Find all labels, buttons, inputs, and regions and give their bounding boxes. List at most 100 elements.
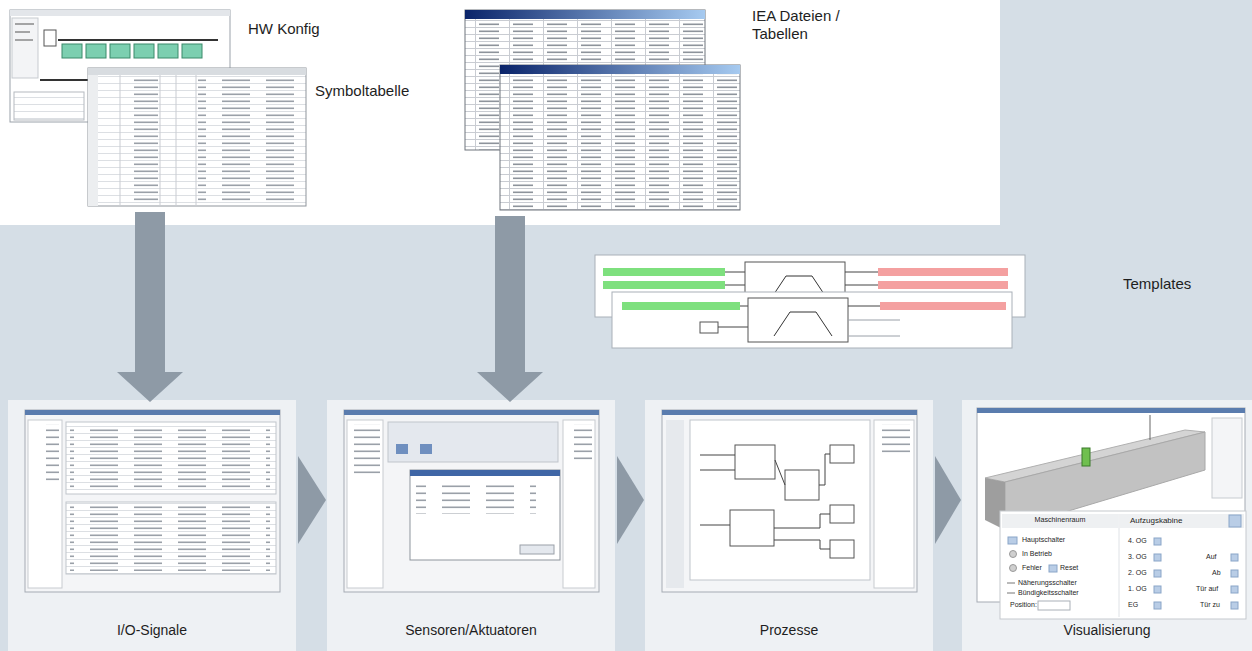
visualisation-screenshot xyxy=(1082,448,1090,466)
symbol-table-screenshot xyxy=(198,76,302,204)
screenshot-group: Templates xyxy=(592,255,1030,347)
hw-config-screenshot xyxy=(10,10,230,16)
control-panel xyxy=(1231,602,1238,609)
control-panel xyxy=(1154,538,1161,545)
hw-config-screenshot xyxy=(15,40,33,41)
control-panel xyxy=(1154,602,1161,609)
step-panels xyxy=(8,400,1252,651)
control-label: 1. OG xyxy=(1128,585,1147,593)
control-box: Aufzugskabine4. OG3. OG2. OG1. OGEGAufAb… xyxy=(1120,513,1244,617)
step-panel: Sensoren/Aktuatoren xyxy=(327,400,615,651)
control-panel xyxy=(1008,537,1017,544)
sensor-screenshot xyxy=(344,410,599,415)
hw-config-screenshot xyxy=(15,24,34,25)
step-caption: I/O-Signale xyxy=(8,622,296,639)
hw-config-screenshot xyxy=(14,92,84,120)
template-screenshot xyxy=(845,285,878,286)
symbol-table-screenshot xyxy=(120,75,121,206)
flow-arrow xyxy=(298,456,326,544)
iea-table-screenshot xyxy=(465,10,740,210)
process-screenshot xyxy=(662,410,917,415)
template-screenshot xyxy=(848,336,900,337)
process-screenshot xyxy=(877,424,911,454)
process-screenshot xyxy=(700,455,735,456)
visualisation-screenshot xyxy=(1150,415,1151,440)
sensor-screenshot xyxy=(566,424,592,464)
hw-config-screenshot xyxy=(15,32,30,33)
control-panel xyxy=(1000,511,1246,619)
hw-config-screenshot xyxy=(58,39,218,41)
section-label: Symboltabelle xyxy=(315,82,409,100)
template-screenshot xyxy=(880,302,1006,310)
control-panel xyxy=(1119,514,1120,617)
process-screenshot xyxy=(819,454,830,485)
step-panels xyxy=(962,400,1252,651)
hw-config-screenshot xyxy=(110,44,130,58)
control-panel xyxy=(1002,514,1118,528)
control-label: 3. OG xyxy=(1128,553,1147,561)
control-panel xyxy=(1000,511,1246,619)
template-screenshot xyxy=(603,268,725,276)
step-panel: Prozesse xyxy=(645,400,933,651)
template-screenshot xyxy=(845,272,878,273)
control-panel xyxy=(1038,601,1070,610)
symbol-table-screenshot xyxy=(196,75,197,206)
hw-config-screenshot xyxy=(62,44,82,58)
control-label: Näherungsschalter xyxy=(1018,579,1077,587)
control-label: Aufzugskabine xyxy=(1130,516,1182,526)
step-panel: I/O-Signale xyxy=(8,400,296,651)
io-screenshot xyxy=(31,424,59,484)
control-box: MaschinenraumHauptschalterIn BetriebFehl… xyxy=(1002,513,1118,617)
iea-table-screenshot xyxy=(500,65,740,210)
control-panel xyxy=(1231,570,1238,577)
control-panel xyxy=(1010,565,1017,572)
control-panel xyxy=(1231,586,1238,593)
flow-arrow xyxy=(617,456,644,544)
step-panel: VisualisierungMaschinenraumHauptschalter… xyxy=(962,400,1252,651)
screenshot-group: HW Konfig xyxy=(10,10,230,122)
control-label: Tür auf xyxy=(1196,585,1218,593)
step-panels xyxy=(645,400,933,651)
io-screenshot xyxy=(66,502,276,574)
process-screenshot xyxy=(830,505,854,523)
hw-config-screenshot xyxy=(182,44,202,58)
control-panel xyxy=(1154,554,1161,561)
sensor-screenshot xyxy=(344,410,599,592)
symbol-table-screenshot xyxy=(88,68,306,206)
template-screenshot xyxy=(740,306,748,307)
process-screenshot xyxy=(690,420,870,580)
sensor-screenshot xyxy=(563,420,595,588)
symbol-table-screenshot xyxy=(176,75,177,206)
io-screenshot xyxy=(25,410,280,592)
control-label: Auf xyxy=(1206,553,1217,561)
step-panels xyxy=(327,400,615,651)
visualisation-screenshot xyxy=(1212,418,1242,498)
control-panel xyxy=(1231,554,1238,561)
symbol-table-screenshot xyxy=(122,76,158,204)
process-screenshot xyxy=(700,470,735,471)
control-label: Fehler xyxy=(1022,564,1042,572)
sensor-screenshot xyxy=(344,410,599,592)
template-screenshot xyxy=(878,281,1008,289)
sensor-screenshot xyxy=(420,444,432,454)
sensor-screenshot xyxy=(396,444,408,454)
process-screenshot xyxy=(785,470,819,500)
iea-table-screenshot xyxy=(465,10,705,19)
process-screenshot xyxy=(774,514,830,528)
process-screenshot xyxy=(730,510,774,546)
sensor-screenshot xyxy=(410,470,560,476)
control-panel xyxy=(1010,551,1017,558)
screenshot-group: Symboltabelle xyxy=(88,68,306,206)
control-label: Position: xyxy=(1010,601,1037,609)
template-screenshot xyxy=(622,302,740,310)
control-label: Hauptschalter xyxy=(1022,536,1065,544)
template-screenshot xyxy=(700,322,718,333)
control-panel xyxy=(1120,514,1244,528)
io-screenshot xyxy=(70,425,270,491)
sensor-screenshot xyxy=(520,545,554,554)
process-screenshot xyxy=(700,525,730,526)
process-screenshot xyxy=(830,540,854,558)
